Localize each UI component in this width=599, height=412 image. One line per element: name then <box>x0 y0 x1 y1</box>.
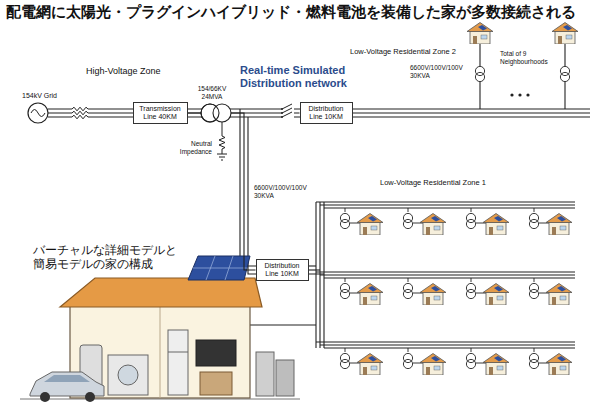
wire <box>564 44 565 66</box>
neighbourhood-unit <box>529 348 572 375</box>
ellipsis-dot <box>510 93 513 96</box>
inductor-symbol <box>64 111 104 115</box>
neighbourhood-unit <box>466 278 509 305</box>
wire <box>180 108 590 109</box>
car-wheel <box>85 392 95 402</box>
ellipsis-dot <box>518 93 521 96</box>
diagram-label: Neutral Impedance <box>172 140 212 156</box>
ground-symbol <box>221 160 223 161</box>
solar-panel <box>188 256 250 280</box>
wire <box>320 344 575 345</box>
neighbourhood-unit <box>403 348 446 375</box>
car-wheel <box>40 392 50 402</box>
wire <box>340 112 590 113</box>
cabinet <box>200 372 232 395</box>
wire <box>315 202 316 348</box>
line-inductors <box>64 104 104 122</box>
wire <box>479 44 480 66</box>
car-body <box>30 372 104 396</box>
washer-door <box>118 365 138 385</box>
wire <box>180 116 590 117</box>
transformer-symbol <box>475 66 484 81</box>
wire <box>324 347 575 348</box>
neighbourhood-unit <box>529 278 572 305</box>
diagram-label: Total of 9 Neighbourhoods <box>500 50 552 66</box>
television <box>196 340 236 366</box>
wire <box>320 274 575 275</box>
wire <box>320 204 575 205</box>
generator <box>28 103 48 123</box>
line-box: Distribution Line 10KM <box>300 102 353 124</box>
fuel-cell-unit <box>256 352 274 396</box>
diagram-label: 6600V/100V/100V 30KVA <box>410 64 470 80</box>
switch <box>281 104 294 122</box>
ground-symbol <box>217 154 227 155</box>
diagram-label: 154/66KV 24MVA <box>192 85 232 101</box>
zone1-neighbourhoods <box>340 208 572 375</box>
neighbourhood-unit <box>466 348 509 375</box>
power-line <box>188 113 256 270</box>
ground-line <box>20 399 300 400</box>
inductor-ground <box>64 104 104 122</box>
box-label: Distribution Line 10KM <box>304 105 349 121</box>
house-icon <box>467 23 493 45</box>
room-divider <box>160 305 161 398</box>
neighbourhood-unit <box>466 208 509 235</box>
neighbourhood-unit <box>403 278 446 305</box>
diagram-label: Real-time Simulated Distribution network <box>240 64 365 90</box>
switch-pivot <box>281 112 283 114</box>
diagram-label: Low-Voltage Residential Zone 2 <box>350 47 456 56</box>
wire <box>316 201 575 202</box>
neighbourhood-unit <box>340 208 383 235</box>
house-feed-wire <box>250 324 316 325</box>
switch-blade <box>282 112 292 117</box>
inductor-symbol <box>64 107 104 111</box>
neighbourhood-unit <box>340 278 383 305</box>
wire <box>324 277 575 278</box>
sine-wave <box>31 110 45 117</box>
diagram-label: 154kV Grid <box>22 92 57 100</box>
zone2-neighbourhoods <box>467 23 578 97</box>
line-box: Distribution Line 10KM <box>256 259 309 281</box>
wire <box>316 341 575 342</box>
switch-gap <box>282 104 294 122</box>
storage-unit <box>276 360 294 396</box>
box-label: Distribution Line 10KM <box>260 262 305 278</box>
three-phase-wires <box>48 44 590 348</box>
neutral-wire <box>222 122 223 136</box>
diagram-label: 6600V/100V/100V 30KVA <box>254 184 314 200</box>
generator-circle <box>28 103 48 123</box>
neighbourhood-unit <box>403 208 446 235</box>
wire <box>479 82 480 109</box>
wire <box>324 207 575 208</box>
car-window <box>44 375 90 382</box>
line-box: Transmission Line 40KM <box>133 102 188 124</box>
diagram-label: Low-Voltage Residential Zone 1 <box>380 178 486 187</box>
house-roof <box>60 278 262 307</box>
inductor-symbol <box>64 115 104 119</box>
fridge-line <box>168 352 188 353</box>
diagram-label: High-Voltage Zone <box>86 66 161 77</box>
panel-grid <box>193 268 247 269</box>
wire <box>316 271 575 272</box>
neutral-impedance <box>219 136 225 154</box>
box-label: Transmission Line 40KM <box>137 105 184 121</box>
transformer-coil <box>201 104 219 122</box>
transformer-symbol <box>560 66 569 81</box>
washing-machine <box>108 355 148 395</box>
diagram-title: 配電網に太陽光・プラグインハイブリッド・燃料電池を装備した家が多数接続される <box>6 3 576 22</box>
ellipsis-dot <box>526 93 529 96</box>
wire <box>564 82 565 109</box>
ground-symbol <box>219 157 225 158</box>
switch-pivot <box>281 108 283 110</box>
diagram-label: バーチャルな詳細モデルと 簡易モデルの家の構成 <box>33 243 181 272</box>
neighbourhood-unit <box>340 348 383 375</box>
refrigerator <box>168 330 188 395</box>
house-icon <box>552 23 578 45</box>
neighbourhood-unit <box>529 208 572 235</box>
switch-pivot <box>281 116 283 118</box>
